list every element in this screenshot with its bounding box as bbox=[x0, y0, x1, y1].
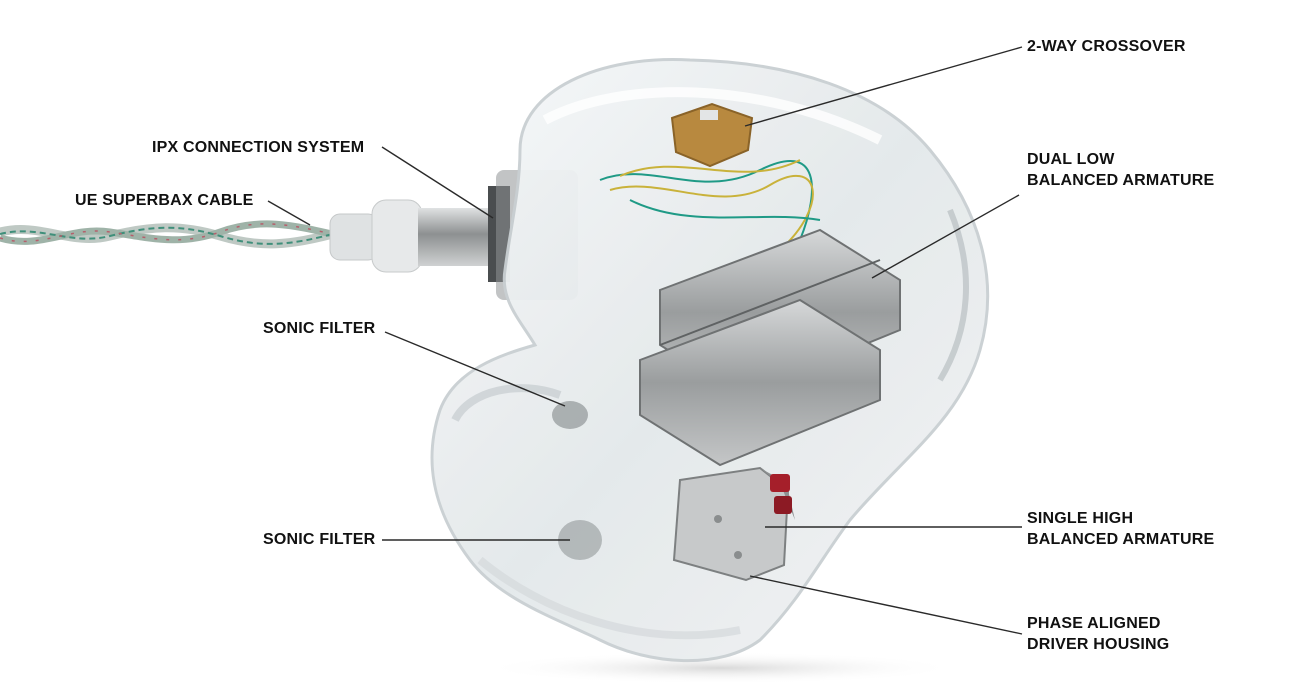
leader-phase-aligned bbox=[749, 575, 1023, 635]
single-high-armature-icon bbox=[672, 466, 795, 582]
ground-shadow bbox=[480, 652, 960, 684]
leader-dual-low bbox=[871, 194, 1020, 279]
label-ue-superbax-cable: UE SUPERBAX CABLE bbox=[75, 192, 254, 209]
leader-cable bbox=[267, 200, 311, 226]
label-sonic-filter-lower: SONIC FILTER bbox=[263, 531, 376, 548]
label-sonic-filter-upper: SONIC FILTER bbox=[263, 320, 376, 337]
label-single-high-balanced-armature: SINGLE HIGH BALANCED ARMATURE bbox=[1027, 510, 1215, 548]
crossover-icon bbox=[670, 102, 754, 168]
leader-sonic-filter-upper bbox=[384, 331, 566, 407]
label-two-way-crossover: 2-WAY CROSSOVER bbox=[1027, 38, 1186, 55]
dual-low-armature-icon bbox=[639, 228, 901, 467]
leader-ipx bbox=[381, 146, 494, 219]
leader-lines bbox=[267, 46, 1023, 635]
label-ipx-connection-system: IPX CONNECTION SYSTEM bbox=[152, 139, 365, 156]
label-dual-low-balanced-armature: DUAL LOW BALANCED ARMATURE bbox=[1027, 151, 1215, 189]
leader-crossover bbox=[744, 46, 1023, 127]
cable-icon bbox=[0, 220, 342, 249]
label-phase-aligned-driver-housing: PHASE ALIGNED DRIVER HOUSING bbox=[1027, 615, 1170, 653]
